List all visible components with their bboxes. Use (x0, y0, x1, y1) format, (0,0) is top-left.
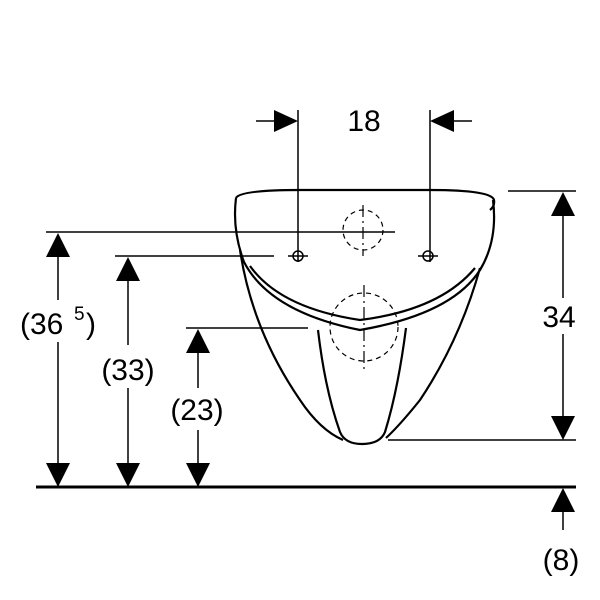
bolt-holes (288, 250, 438, 262)
arrow-up-icon (46, 233, 70, 257)
label-bolt-spacing: 18 (347, 105, 380, 138)
arrow-up-icon (551, 192, 575, 216)
label-drain-height: (23) (170, 394, 223, 427)
toilet-body (233, 188, 496, 446)
hidden-features (329, 205, 399, 372)
arrow-up-icon (116, 257, 140, 281)
bowl-inner-edge (249, 265, 476, 322)
dimension-drain-height: (23) (170, 327, 308, 487)
label-floor-offset: (8) (543, 544, 580, 577)
arrow-down-icon (551, 416, 575, 440)
dimension-total-height: 34 (388, 190, 582, 441)
arrow-up-icon (186, 329, 210, 353)
label-rim-height: (36 (20, 308, 63, 341)
arrow-left-icon (430, 110, 454, 132)
rim-top-edge (235, 188, 496, 211)
label-bolt-height: (33) (101, 354, 154, 387)
arrow-down-icon (186, 463, 210, 487)
arrow-down-icon (116, 463, 140, 487)
label-rim-height-close: ) (86, 308, 96, 341)
arrow-up-icon (551, 488, 575, 512)
label-total-height: 34 (542, 301, 575, 334)
dimension-bolt-spacing: 18 (256, 105, 472, 262)
arrow-down-icon (46, 463, 70, 487)
rim-height-value: (36 (20, 308, 63, 341)
drain-outlet-circle (329, 292, 399, 362)
body-right-contour (385, 267, 482, 439)
dimension-floor-offset: (8) (543, 488, 580, 577)
dimension-rim-height: (36 5 ) (20, 231, 395, 487)
trap-outline (316, 327, 408, 446)
label-rim-height-superscript: 5 (74, 304, 85, 325)
arrow-right-icon (274, 110, 298, 132)
label-bg-34 (536, 298, 582, 334)
body-left-contour (238, 249, 344, 442)
dimension-bolt-height: (33) (101, 255, 274, 487)
